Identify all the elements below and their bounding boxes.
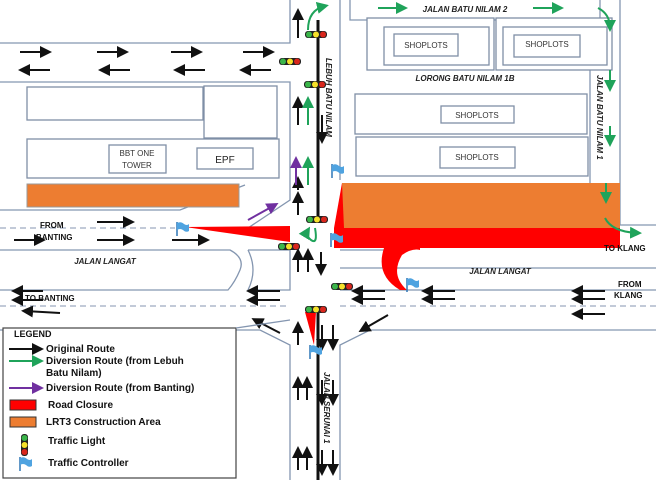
road-label: JALAN BATU NILAM 1 — [595, 75, 604, 160]
svg-text:BBT ONE: BBT ONE — [120, 149, 155, 158]
svg-text:TO KLANG: TO KLANG — [604, 244, 646, 253]
shoplots — [439, 146, 516, 169]
svg-text:EPF: EPF — [215, 155, 234, 166]
road-label: JALAN LANGAT — [469, 267, 532, 276]
road-label: LEBUH BATU NILAM — [324, 58, 333, 137]
svg-text:Diversion Route (from Banting): Diversion Route (from Banting) — [46, 383, 194, 394]
road-label: JALAN SERUNAI 1 — [322, 372, 331, 444]
building-block — [203, 85, 278, 139]
road-closure — [185, 226, 290, 242]
svg-text:Traffic Light: Traffic Light — [48, 436, 106, 447]
svg-text:Road Closure: Road Closure — [48, 400, 113, 411]
road-closure — [334, 183, 344, 228]
shoplots — [440, 105, 515, 124]
epf-building — [196, 147, 254, 170]
road-closure — [381, 248, 420, 290]
shoplots — [393, 33, 459, 57]
lrt3-construction-area — [342, 183, 620, 228]
svg-text:LEGEND: LEGEND — [14, 329, 52, 339]
road-label: JALAN LANGAT — [74, 257, 137, 266]
road-closure — [305, 312, 316, 345]
svg-text:BANTING: BANTING — [36, 233, 72, 242]
road-closure-swatch — [9, 399, 37, 411]
bbt-one-tower — [108, 144, 167, 174]
legend: LEGEND Original Route Diversion Route (f… — [2, 319, 291, 479]
svg-text:Diversion Route (from Lebuh: Diversion Route (from Lebuh — [46, 356, 184, 367]
construction-swatch — [9, 416, 37, 428]
road-label: LORONG BATU NILAM 1B — [416, 74, 515, 83]
svg-text:FROM: FROM — [40, 221, 64, 230]
shoplots — [513, 34, 581, 58]
svg-text:SHOPLOTS: SHOPLOTS — [525, 40, 569, 49]
svg-text:SHOPLOTS: SHOPLOTS — [455, 153, 499, 162]
svg-text:FROM: FROM — [618, 280, 642, 289]
svg-text:SHOPLOTS: SHOPLOTS — [404, 41, 448, 50]
road-label: JALAN BATU NILAM 2 — [423, 5, 508, 14]
svg-text:LRT3 Construction Area: LRT3 Construction Area — [46, 417, 161, 428]
traffic-light-icon — [21, 434, 28, 456]
svg-text:Original Route: Original Route — [46, 344, 115, 355]
svg-text:TOWER: TOWER — [122, 161, 152, 170]
diversion-route-arrows — [247, 1, 642, 243]
svg-text:KLANG: KLANG — [614, 291, 642, 300]
road-closure — [334, 228, 620, 248]
lrt3-construction-area — [26, 183, 240, 208]
building-block — [26, 86, 204, 121]
svg-text:Batu Nilam): Batu Nilam) — [46, 368, 102, 379]
original-route-arrows — [11, 8, 605, 476]
svg-text:Traffic Controller: Traffic Controller — [48, 458, 129, 469]
svg-text:TO BANTING: TO BANTING — [25, 294, 75, 303]
svg-text:SHOPLOTS: SHOPLOTS — [455, 111, 499, 120]
